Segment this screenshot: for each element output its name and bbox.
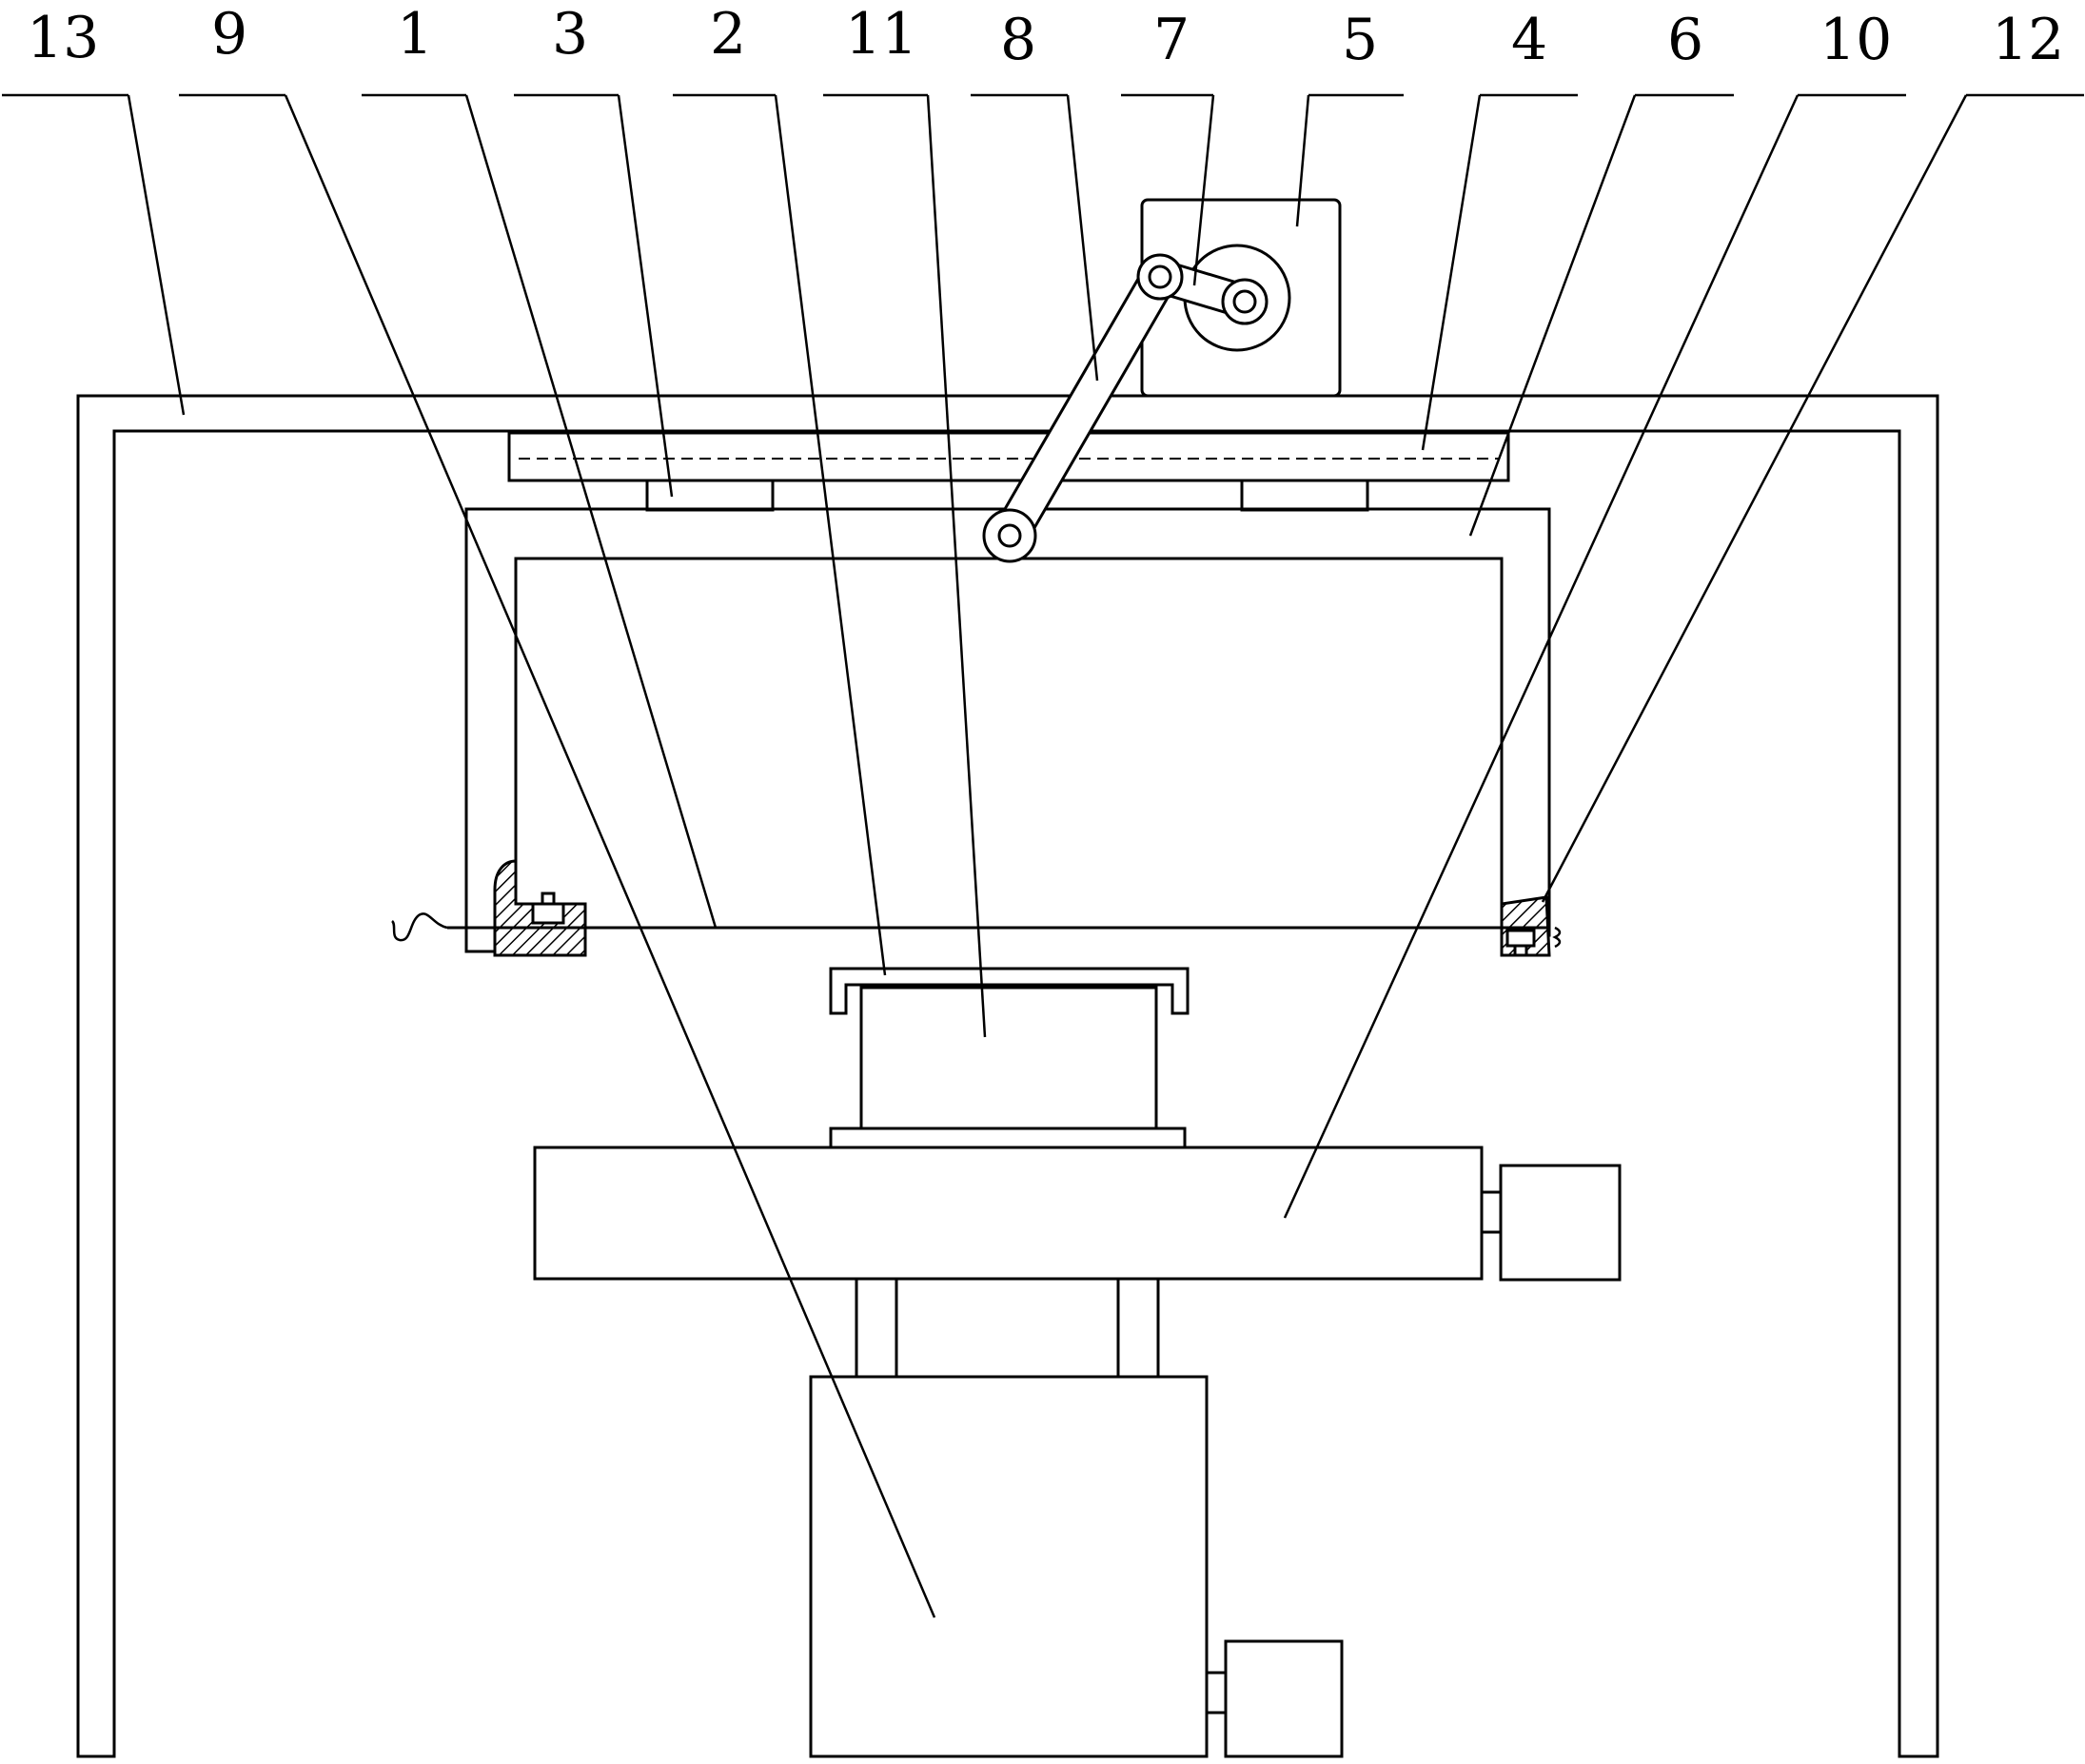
workpiece-block (829, 986, 1187, 1166)
label-11: 11 (845, 1, 917, 68)
top-guide-rail (507, 431, 1510, 482)
left-clamp (493, 859, 587, 957)
label-1: 1 (397, 1, 433, 68)
cutting-wire (390, 912, 1549, 942)
leader-lines (2, 93, 2084, 1618)
label-10: 10 (1819, 7, 1892, 73)
connecting-rod (982, 265, 1178, 563)
outer-frame (76, 394, 1939, 1758)
label-13: 13 (27, 5, 99, 71)
label-12: 12 (1992, 7, 2064, 73)
label-7: 7 (1153, 7, 1190, 73)
label-2: 2 (710, 1, 746, 68)
label-4: 4 (1511, 7, 1547, 73)
label-8: 8 (1000, 7, 1036, 73)
base-lift-box (809, 1375, 1344, 1758)
label-9: 9 (211, 1, 247, 68)
label-group: 13 9 1 3 2 11 8 7 5 4 6 10 12 (27, 1, 2064, 73)
label-3: 3 (552, 1, 588, 68)
slider-blocks (645, 479, 1369, 512)
crank-link (1136, 253, 1269, 325)
holder-tray (829, 967, 1190, 1015)
horizontal-table (533, 1146, 1622, 1282)
label-6: 6 (1667, 7, 1703, 73)
label-5: 5 (1342, 7, 1378, 73)
moving-frame (464, 507, 1551, 953)
vertical-supports (855, 1277, 1160, 1379)
